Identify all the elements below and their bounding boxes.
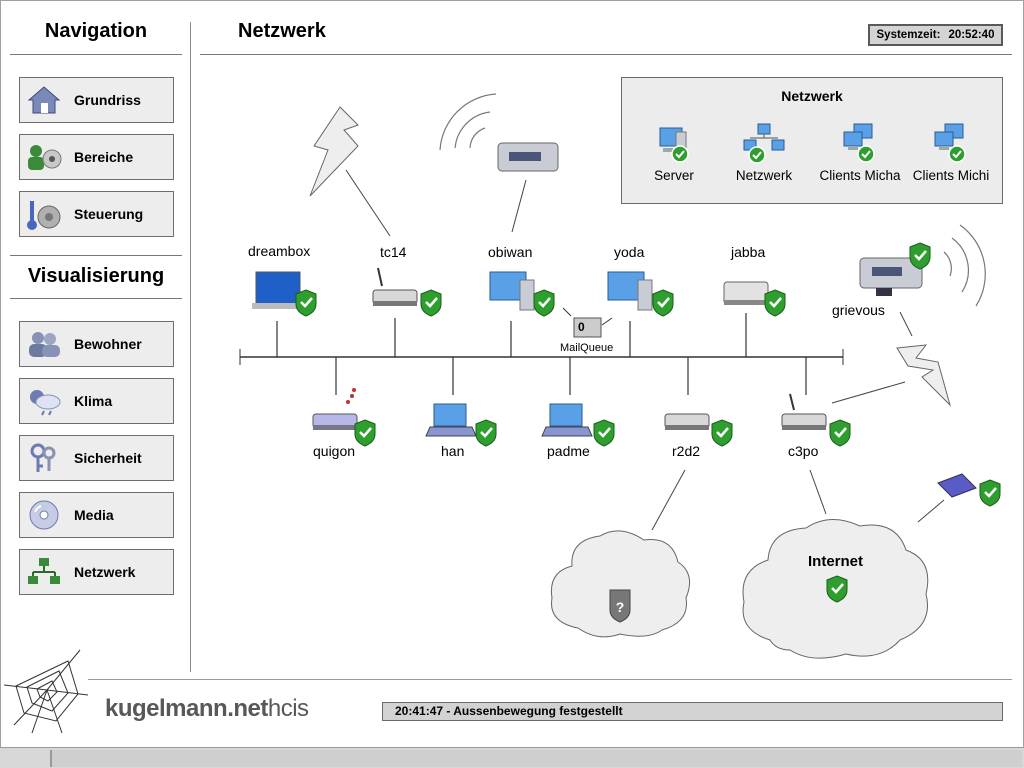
- nav-button-label: Bewohner: [74, 336, 142, 352]
- nav-button-grundriss[interactable]: Grundriss: [19, 77, 174, 123]
- device-yoda[interactable]: [607, 271, 675, 318]
- nav-button-label: Sicherheit: [74, 450, 142, 466]
- nav-button-label: Netzwerk: [74, 564, 136, 580]
- page-title: Netzwerk: [238, 20, 326, 42]
- spiderweb-logo-icon: [3, 649, 89, 734]
- header-divider: [200, 54, 1012, 55]
- device-label: obiwan: [488, 244, 533, 260]
- device-padme[interactable]: [541, 403, 616, 448]
- visual-divider-top: [10, 255, 182, 256]
- clients-icon: [934, 123, 966, 163]
- signal-waves-icon: [943, 224, 986, 307]
- mailqueue-widget[interactable]: [562, 307, 613, 338]
- nav-button-label: Bereiche: [74, 149, 134, 165]
- legend-clients-michi[interactable]: Clients Michi: [903, 122, 999, 183]
- device-label: yoda: [614, 244, 645, 260]
- clients-icon: [843, 123, 875, 163]
- device-label: tc14: [380, 244, 407, 260]
- legend-netzwerk[interactable]: Netzwerk: [716, 122, 812, 183]
- device-quigon[interactable]: [312, 388, 377, 448]
- weather-icon: [20, 379, 68, 423]
- device-label: dreambox: [248, 243, 311, 259]
- drop-lines: [276, 313, 807, 395]
- device-label: grievous: [832, 302, 885, 318]
- cloud-internet-label: Internet: [808, 553, 864, 570]
- wireless-bolt-icon: [309, 106, 359, 197]
- server-icon: [659, 127, 689, 163]
- nav-button-media[interactable]: Media: [19, 492, 174, 538]
- device-usb-stick[interactable]: [937, 473, 1002, 508]
- bottom-strip-segment: [50, 750, 1022, 767]
- wireless-bolt-icon: [896, 344, 951, 407]
- device-label: padme: [547, 443, 590, 459]
- brand-name: kugelmann.net: [105, 695, 268, 722]
- network-icon: [20, 550, 68, 594]
- keys-icon: [20, 436, 68, 480]
- window-bottom-strip: [0, 747, 1024, 768]
- visual-heading: Visualisierung: [27, 265, 165, 287]
- nav-button-netzwerk[interactable]: Netzwerk: [19, 549, 174, 595]
- access-point-device[interactable]: [497, 142, 559, 172]
- cd-icon: [20, 493, 68, 537]
- mailqueue-label: MailQueue: [560, 342, 614, 354]
- device-r2d2[interactable]: [664, 413, 734, 448]
- device-label: han: [441, 443, 465, 459]
- device-obiwan[interactable]: [489, 271, 556, 318]
- device-dreambox[interactable]: [252, 271, 318, 318]
- control-icon: [20, 192, 68, 236]
- cloud-unknown: ?: [550, 530, 691, 638]
- network-diagram: ?: [239, 93, 1002, 659]
- nav-heading: Navigation: [44, 20, 148, 42]
- device-jabba[interactable]: [723, 281, 787, 318]
- column-divider: [190, 22, 191, 672]
- visual-divider-bottom: [10, 298, 182, 299]
- device-han[interactable]: [425, 403, 498, 448]
- svg-text:?: ?: [616, 599, 625, 615]
- link-lines: [345, 169, 945, 531]
- device-tc14[interactable]: [372, 267, 443, 318]
- nav-button-bewohner[interactable]: Bewohner: [19, 321, 174, 367]
- nav-divider: [10, 54, 182, 55]
- cloud-internet: [742, 519, 929, 659]
- device-grievous[interactable]: [859, 241, 932, 296]
- legend-label: Netzwerk: [735, 168, 793, 183]
- nav-button-bereiche[interactable]: Bereiche: [19, 134, 174, 180]
- nav-button-label: Klima: [74, 393, 113, 409]
- device-c3po[interactable]: [781, 393, 852, 448]
- legend-clients-micha[interactable]: Clients Micha: [812, 122, 908, 183]
- device-label: jabba: [731, 244, 766, 260]
- legend-label: Clients Michi: [912, 168, 990, 183]
- footer-divider: [88, 679, 1012, 680]
- residents-icon: [20, 322, 68, 366]
- legend-label: Server: [654, 168, 694, 183]
- legend-label: Clients Micha: [819, 168, 901, 183]
- system-time-label: Systemzeit:: [876, 29, 941, 41]
- nav-button-label: Grundriss: [74, 92, 141, 108]
- system-time: Systemzeit: 20:52:40: [868, 24, 1003, 46]
- nav-button-sicherheit[interactable]: Sicherheit: [19, 435, 174, 481]
- system-time-value: 20:52:40: [948, 29, 995, 41]
- house-icon: [20, 78, 68, 122]
- device-label: quigon: [313, 443, 356, 459]
- nav-button-label: Steuerung: [74, 206, 144, 222]
- signal-waves-icon: [439, 93, 497, 151]
- event-status-bar: 20:41:47 - Aussenbewegung festgestellt: [382, 702, 1003, 721]
- nav-button-label: Media: [74, 507, 114, 523]
- brand-suffix: hcis: [267, 695, 309, 722]
- device-label: r2d2: [672, 443, 701, 459]
- mailqueue-count: 0: [578, 320, 585, 334]
- legend-server[interactable]: Server: [626, 122, 722, 183]
- areas-icon: [20, 135, 68, 179]
- brand-logo: kugelmann.nethcis: [105, 695, 309, 723]
- network-group-icon: [743, 123, 785, 164]
- network-legend-panel: Netzwerk Server Netzwerk Clients Micha C…: [621, 77, 1003, 204]
- device-label: c3po: [788, 443, 819, 459]
- nav-button-klima[interactable]: Klima: [19, 378, 174, 424]
- panel-title: Netzwerk: [781, 88, 843, 104]
- nav-button-steuerung[interactable]: Steuerung: [19, 191, 174, 237]
